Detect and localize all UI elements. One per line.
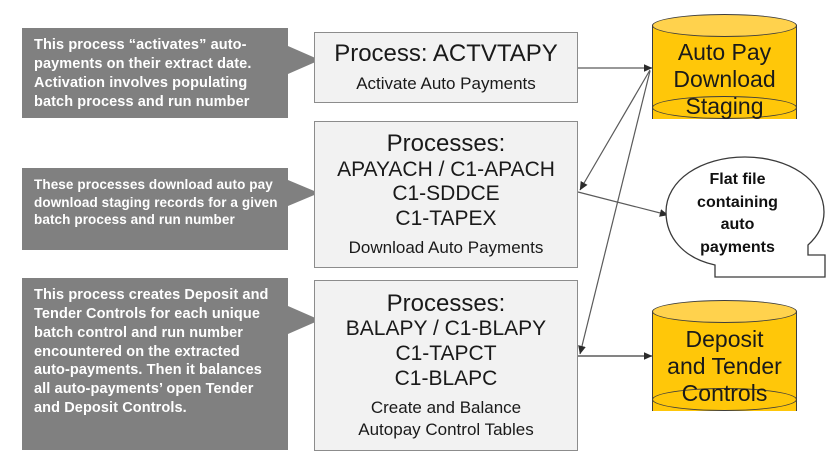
store-controls-top-cap	[652, 300, 797, 323]
process-download-heading: Processes:	[386, 129, 506, 157]
store-flatfile-label: Flat file containing auto payments	[697, 171, 778, 257]
store-controls[interactable]: Deposit and Tender Controls	[652, 300, 797, 423]
process-balance-description-2: Autopay Control Tables	[358, 420, 534, 440]
note-download: These processes download auto pay downlo…	[22, 168, 319, 250]
process-balance-name-0: BALAPY / C1-BLAPY	[345, 317, 547, 341]
process-balance-name-2: C1-BLAPC	[394, 366, 498, 390]
note-balance: This process creates Deposit and Tender …	[22, 278, 320, 450]
process-balance-description: Create and Balance	[370, 397, 522, 417]
process-download-name-1: C1-SDDCE	[392, 182, 500, 206]
store-flatfile[interactable]: Flat file containing auto payments	[658, 155, 833, 280]
process-activate[interactable]: Process: ACTVTAPY Activate Auto Payments	[314, 32, 578, 103]
connector-download-to-flatfile	[577, 191, 669, 217]
process-balance-heading: Processes:	[386, 289, 506, 317]
store-staging-bottom-cap	[652, 96, 797, 119]
process-activate-description: Activate Auto Payments	[356, 73, 536, 93]
store-staging-label: Auto Pay Download Staging	[673, 39, 776, 120]
store-staging[interactable]: Auto Pay Download Staging	[652, 14, 797, 130]
note-download-tail	[288, 180, 319, 206]
connector-staging-to-download	[579, 69, 651, 191]
store-staging-top-cap	[652, 14, 797, 37]
connector-staging-to-balance	[578, 70, 651, 355]
process-download[interactable]: Processes: APAYACH / C1-APACH C1-SDDCE C…	[314, 121, 578, 268]
store-flatfile-shape	[665, 156, 826, 278]
note-activate-text: This process “activates” auto-payments o…	[34, 37, 252, 110]
process-download-name-2: C1-TAPEX	[395, 207, 497, 231]
process-balance-name-1: C1-TAPCT	[395, 342, 497, 366]
process-download-description: Download Auto Payments	[348, 237, 544, 257]
note-balance-text: This process creates Deposit and Tender …	[34, 287, 269, 417]
note-download-text: These processes download auto pay downlo…	[34, 177, 278, 228]
process-download-name-0: APAYACH / C1-APACH	[337, 157, 555, 181]
store-controls-bottom-cap	[652, 388, 797, 411]
store-controls-label: Deposit and Tender Controls	[667, 326, 782, 407]
note-activate: This process “activates” auto-payments o…	[22, 28, 320, 118]
process-activate-heading: Process: ACTVTAPY	[334, 39, 558, 67]
process-balance[interactable]: Processes: BALAPY / C1-BLAPY C1-TAPCT C1…	[314, 280, 578, 451]
